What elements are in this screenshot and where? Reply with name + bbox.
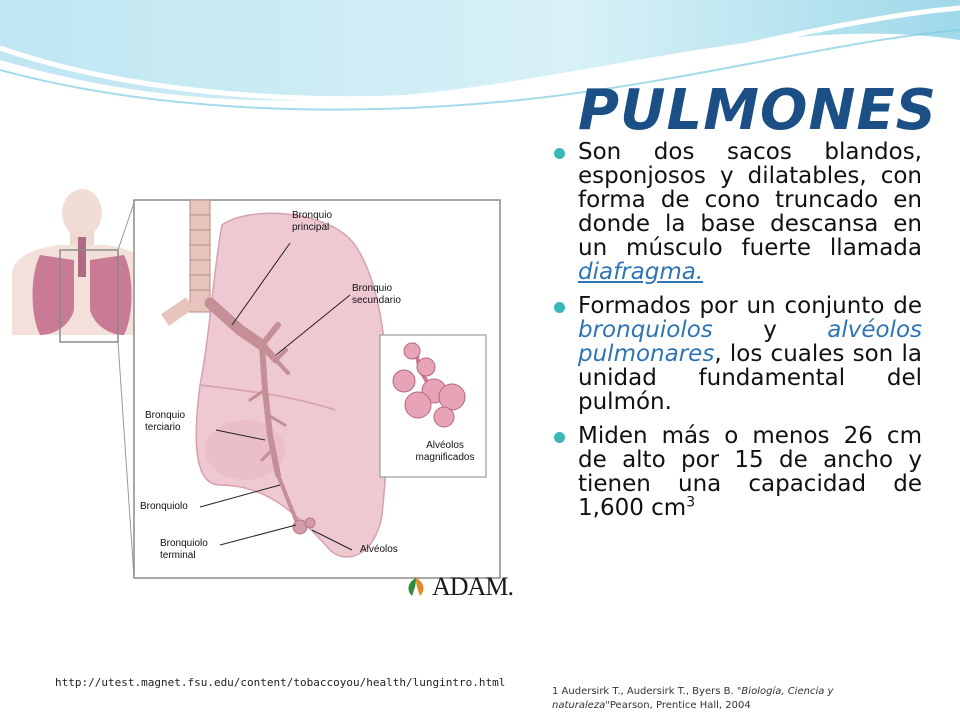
label-bronquio-terciario: Bronquio terciario	[145, 410, 186, 433]
footnote: 1 Audersirk T., Audersirk T., Byers B. "…	[552, 685, 912, 713]
bullet-dot-icon	[554, 148, 565, 159]
label-alveolos-magnificados: Alvéolos magnificados	[415, 440, 475, 463]
label-leaders	[199, 242, 353, 551]
bullet-item: Son dos sacos blandos, esponjosos y dila…	[552, 140, 922, 284]
alveolos-term: alvéolos pulmonares	[578, 317, 922, 367]
bronchial-tree	[204, 297, 316, 535]
bullet-text: Miden más o menos 26 cm de alto por 15 d…	[578, 423, 922, 521]
label-bronquiolo: Bronquiolo	[140, 501, 188, 512]
header-swoosh	[0, 0, 960, 111]
label-bronquio-principal: Bronquio principal	[292, 210, 333, 233]
trachea	[161, 199, 211, 326]
label-alveolos: Alvéolos	[360, 544, 398, 555]
bullet-item: Miden más o menos 26 cm de alto por 15 d…	[552, 424, 922, 520]
bullet-text: y	[712, 317, 828, 343]
footnote-authors: 1 Audersirk T., Audersirk T., Byers B.	[552, 686, 737, 697]
source-url[interactable]: http://utest.magnet.fsu.edu/content/toba…	[55, 676, 506, 689]
adam-logo: ADAM.	[432, 572, 514, 601]
zoom-line	[117, 202, 135, 251]
diafragma-link[interactable]: diafragma.	[578, 259, 704, 285]
label-bronquiolo-terminal: Bronquiolo terminal	[160, 538, 208, 561]
footnote-title: "Biología, Ciencia y naturaleza"	[552, 686, 834, 711]
lung-anatomy-illustration	[12, 189, 501, 579]
label-bronquio-secundario: Bronquio secundario	[352, 283, 401, 306]
slide-title: PULMONES	[578, 78, 937, 143]
footnote-publisher: Pearson, Prentice Hall, 2004	[609, 700, 751, 711]
alveoli-inset	[379, 334, 487, 478]
superscript-3: 3	[686, 494, 696, 511]
bullet-item: Formados por un conjunto de bronquiolos …	[552, 294, 922, 414]
bullet-text: Formados por un conjunto de	[578, 293, 922, 319]
bullet-list: Son dos sacos blandos, esponjosos y dila…	[552, 140, 922, 528]
body-silhouette	[12, 189, 150, 343]
bullet-dot-icon	[554, 302, 565, 313]
bullet-text: Son dos sacos blandos, esponjosos y dila…	[578, 139, 922, 261]
bronquiolos-term: bronquiolos	[578, 317, 713, 343]
zoom-line	[117, 341, 135, 578]
bullet-dot-icon	[554, 432, 565, 443]
bullet-text: , los cuales son la unidad fundamental d…	[578, 341, 922, 415]
adam-leaf-icon	[408, 578, 424, 596]
